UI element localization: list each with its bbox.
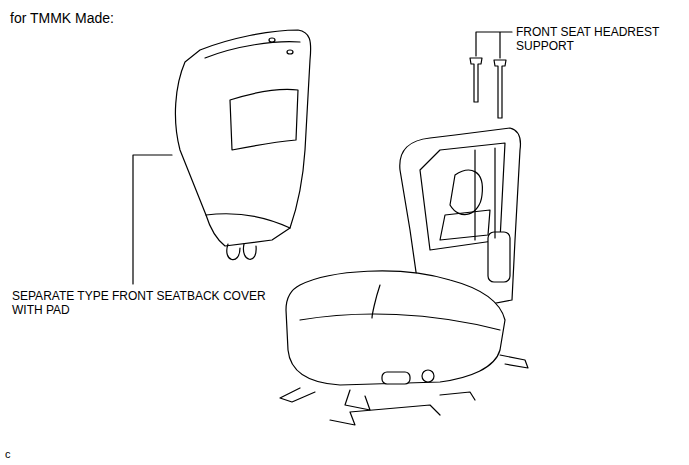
seat-cushion <box>286 271 505 385</box>
leader-line <box>133 155 172 284</box>
figure-code: c <box>5 448 11 461</box>
part-name: SEPARATE TYPE FRONT SEATBACK COVER WITH … <box>12 289 267 318</box>
part-name: FRONT SEAT HEADREST SUPPORT <box>516 25 681 54</box>
headrest-support <box>470 58 482 102</box>
leader-line <box>476 32 512 58</box>
headrest-support <box>494 60 506 118</box>
seatback-cover <box>175 30 310 246</box>
heading: for TMMK Made: <box>10 10 114 27</box>
